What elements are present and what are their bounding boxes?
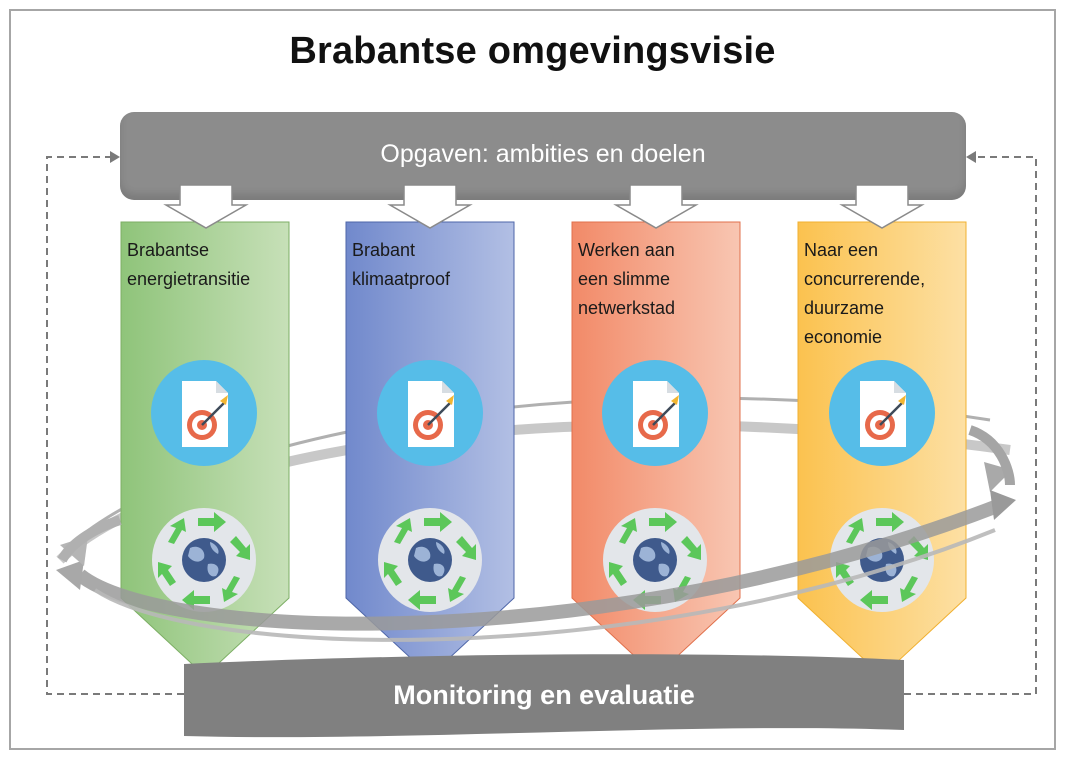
column-label-economy: Naar een concurrerende, duurzame economi… (804, 240, 926, 347)
goals-bar-label: Opgaven: ambities en doelen (380, 140, 706, 168)
down-arrow-2 (387, 184, 473, 229)
page-title: Brabantse omgevingsvisie (289, 30, 776, 72)
column-label-energy: Brabantse energietransitie (127, 240, 251, 289)
down-arrow-3 (613, 184, 699, 229)
down-arrow-1 (163, 184, 249, 229)
column-label-network-city: Werken aan een slimme netwerkstad (578, 240, 676, 318)
monitoring-bar-label: Monitoring en evaluatie (393, 680, 695, 710)
goals-bar (120, 112, 966, 200)
column-label-climate: Brabant klimaatproof (352, 240, 451, 289)
down-arrow-4 (839, 184, 925, 229)
